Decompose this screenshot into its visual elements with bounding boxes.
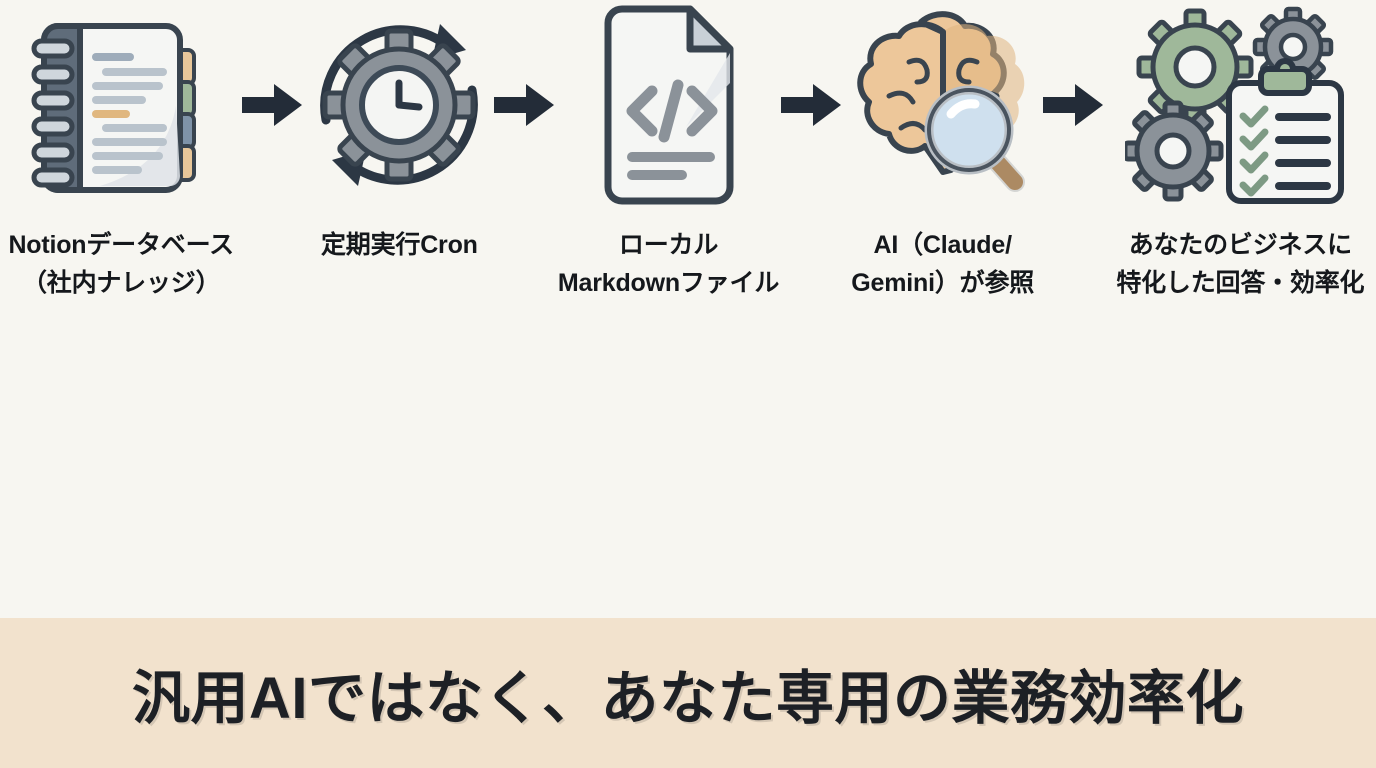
notebook-icon: [26, 0, 216, 210]
process-flow-diagram: Notionデータベース （社内ナレッジ）: [0, 0, 1376, 302]
flow-step-cron-schedule: 定期実行Cron: [304, 0, 494, 264]
flow-step-local-markdown: ローカル Markdownファイル: [556, 0, 780, 302]
gears-clipboard-icon: [1125, 0, 1355, 210]
brain-magnifier-icon: [843, 0, 1043, 210]
headline-text: 汎用AIではなく、あなた専用の業務効率化: [131, 666, 1244, 731]
flow-step-caption: AI（Claude/ Gemini）が参照: [851, 231, 1035, 297]
arrow-right-icon: [494, 0, 556, 210]
flow-step-notion-database: Notionデータベース （社内ナレッジ）: [0, 0, 242, 302]
flow-step-caption: Notionデータベース （社内ナレッジ）: [8, 231, 234, 297]
flow-step-business-outcome: あなたのビジネスに 特化した回答・効率化: [1105, 0, 1376, 302]
code-document-icon: [584, 0, 754, 210]
arrow-right-icon: [242, 0, 304, 210]
arrow-right-icon: [780, 0, 843, 210]
flow-step-caption: 定期実行Cron: [321, 231, 478, 259]
gear-clock-refresh-icon: [304, 0, 494, 210]
flow-step-ai-reference: AI（Claude/ Gemini）が参照: [843, 0, 1043, 302]
flow-step-caption: あなたのビジネスに 特化した回答・効率化: [1116, 231, 1365, 297]
flow-step-caption: ローカル Markdownファイル: [557, 231, 780, 297]
headline-banner: 汎用AIではなく、あなた専用の業務効率化: [0, 618, 1376, 768]
arrow-right-icon: [1042, 0, 1105, 210]
